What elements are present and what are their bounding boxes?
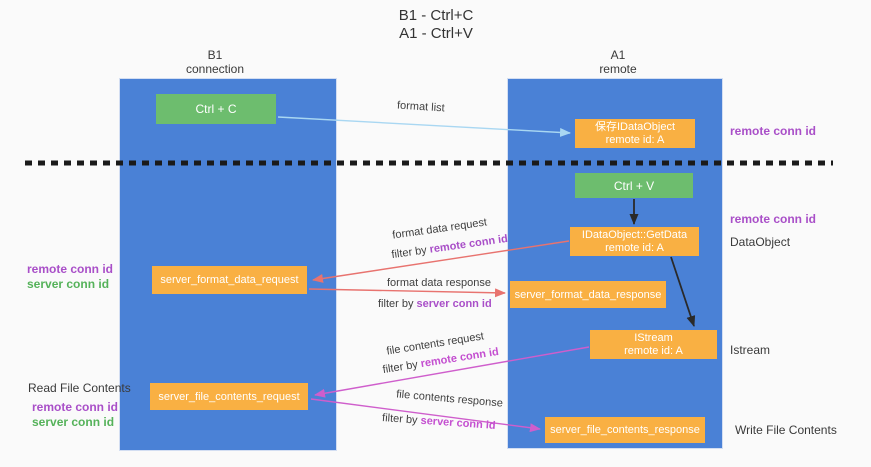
filter-by-text: filter by [381,412,421,427]
title-line-2: A1 - Ctrl+V [399,25,473,42]
dataobject-label: DataObject [730,235,791,249]
left-server-conn-id-label: server conn id [27,277,110,291]
server-file-contents-request-box: server_file_contents_request [150,383,308,410]
server-format-data-request-box: server_format_data_request [152,266,307,294]
idataobject-getdata-line1: IDataObject::GetData [581,228,688,241]
save-idataobject-box: 保存IDataObject remote id: A [575,119,695,148]
istream-side-label: Istream [730,343,771,357]
left-remote-conn-id-label: remote conn id [27,262,114,276]
ctrl-c-label: Ctrl + C [195,102,237,116]
server-format-data-response-label: server_format_data_response [514,288,662,301]
remote-conn-id-key: remote conn id [428,232,509,256]
left-bottom-server-conn-id-label: server conn id [32,415,115,429]
format-data-response-filter-annotation: filter by server conn id [378,298,492,310]
write-file-contents-label: Write File Contents [735,423,837,437]
diagram-title: B1 - Ctrl+C A1 - Ctrl+V [336,7,536,43]
save-idataobject-line1: 保存IDataObject [594,120,676,133]
ctrl-v-label: Ctrl + V [613,178,655,193]
left-bottom-remote-conn-id-label: remote conn id [32,400,119,414]
filter-by-text: filter by [390,243,431,262]
right-column-subtitle: remote [599,62,637,76]
left-column-name: B1 [207,48,223,62]
right-column-name: A1 [610,48,626,62]
format-data-response-annotation: format data response [387,277,491,289]
server-conn-id-key: server conn id [416,298,492,310]
istream-box: IStream remote id: A [590,330,717,359]
server-format-data-response-box: server_format_data_response [510,281,666,308]
format-list-annotation: format list [396,99,446,115]
save-idataobject-line2: remote id: A [605,133,665,146]
left-column-header: B1 connection [155,48,275,76]
istream-line2: remote id: A [624,344,683,357]
read-file-contents-label: Read File Contents [28,381,131,395]
right-remote-conn-id-label-2: remote conn id [730,212,817,226]
server-conn-id-key: server conn id [420,414,496,432]
istream-line1: IStream [634,331,673,344]
title-line-1: B1 - Ctrl+C [398,7,474,24]
idataobject-getdata-box: IDataObject::GetData remote id: A [570,227,699,256]
ctrl-v-box: Ctrl + V [575,173,693,198]
right-column-header: A1 remote [558,48,678,76]
file-contents-response-annotation: file contents response [395,388,504,410]
server-file-contents-response-label: server_file_contents_response [550,424,700,436]
server-file-contents-request-label: server_file_contents_request [158,390,300,403]
server-file-contents-response-box: server_file_contents_response [545,417,705,443]
filter-by-text: filter by [378,298,417,310]
server-format-data-request-label: server_format_data_request [160,274,299,286]
left-column-subtitle: connection [185,62,245,76]
file-contents-response-filter-annotation: filter by server conn id [382,412,496,432]
filter-by-text: filter by [381,358,422,377]
format-data-response-arrow [308,288,506,298]
right-remote-conn-id-label-1: remote conn id [730,124,817,138]
ctrl-c-box: Ctrl + C [156,94,276,124]
idataobject-getdata-line2: remote id: A [605,241,664,254]
